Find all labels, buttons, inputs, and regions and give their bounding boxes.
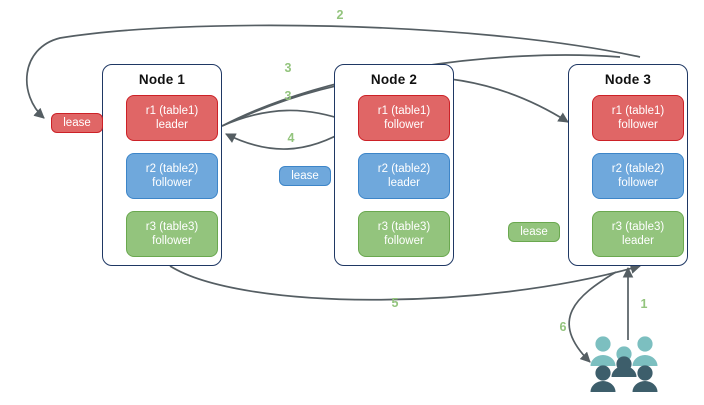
lease-badge-green[interactable]: lease (508, 222, 560, 242)
node-title: Node 1 (138, 72, 186, 87)
replica-name: r1 (table1) (611, 105, 665, 117)
replica-r1[interactable]: r1 (table1) leader (126, 95, 218, 141)
step-label-5: 5 (391, 296, 399, 310)
lease-label: lease (63, 117, 91, 129)
replica-r2[interactable]: r2 (table2) follower (592, 153, 684, 199)
replica-role: leader (156, 119, 188, 131)
replica-role: follower (618, 119, 658, 131)
node-card-2[interactable]: Node 2 r1 (table1) follower r2 (table2) … (334, 64, 454, 266)
replica-r3[interactable]: r3 (table3) follower (358, 211, 450, 257)
lease-badge-red[interactable]: lease (51, 113, 103, 133)
edge-3-lower-path (221, 109, 351, 127)
lease-label: lease (520, 226, 548, 238)
replica-r1[interactable]: r1 (table1) follower (358, 95, 450, 141)
replica-r2[interactable]: r2 (table2) leader (358, 153, 450, 199)
step-label-3-lower: 3 (284, 89, 292, 103)
lease-label: lease (291, 170, 319, 182)
replica-name: r3 (table3) (611, 221, 665, 233)
users-icon (588, 330, 660, 392)
replica-role: follower (384, 119, 424, 131)
step-label-4: 4 (287, 131, 295, 145)
step-label-2: 2 (336, 8, 344, 22)
replica-r3[interactable]: r3 (table3) follower (126, 211, 218, 257)
step-label-3-upper: 3 (284, 61, 292, 75)
replica-r2[interactable]: r2 (table2) follower (126, 153, 218, 199)
node-card-1[interactable]: Node 1 r1 (table1) leader r2 (table2) fo… (102, 64, 222, 266)
node-card-3[interactable]: Node 3 r1 (table1) follower r2 (table2) … (568, 64, 688, 266)
replica-role: leader (388, 177, 420, 189)
replica-name: r2 (table2) (377, 163, 431, 175)
edge-5-path (169, 263, 642, 301)
replica-name: r3 (table3) (377, 221, 431, 233)
replica-role: follower (152, 177, 192, 189)
replica-r3[interactable]: r3 (table3) leader (592, 211, 684, 257)
step-label-6: 6 (559, 320, 567, 334)
replica-role: follower (152, 235, 192, 247)
replica-r1[interactable]: r1 (table1) follower (592, 95, 684, 141)
lease-badge-blue[interactable]: lease (279, 166, 331, 186)
replica-name: r1 (table1) (145, 105, 199, 117)
replica-role: follower (618, 177, 658, 189)
replica-name: r1 (table1) (377, 105, 431, 117)
node-title: Node 3 (604, 72, 652, 87)
replica-name: r2 (table2) (145, 163, 199, 175)
replica-name: r2 (table2) (611, 163, 665, 175)
replica-role: leader (622, 235, 654, 247)
replica-name: r3 (table3) (145, 221, 199, 233)
node-title: Node 2 (370, 72, 418, 87)
replica-role: follower (384, 235, 424, 247)
step-label-1: 1 (640, 297, 648, 311)
